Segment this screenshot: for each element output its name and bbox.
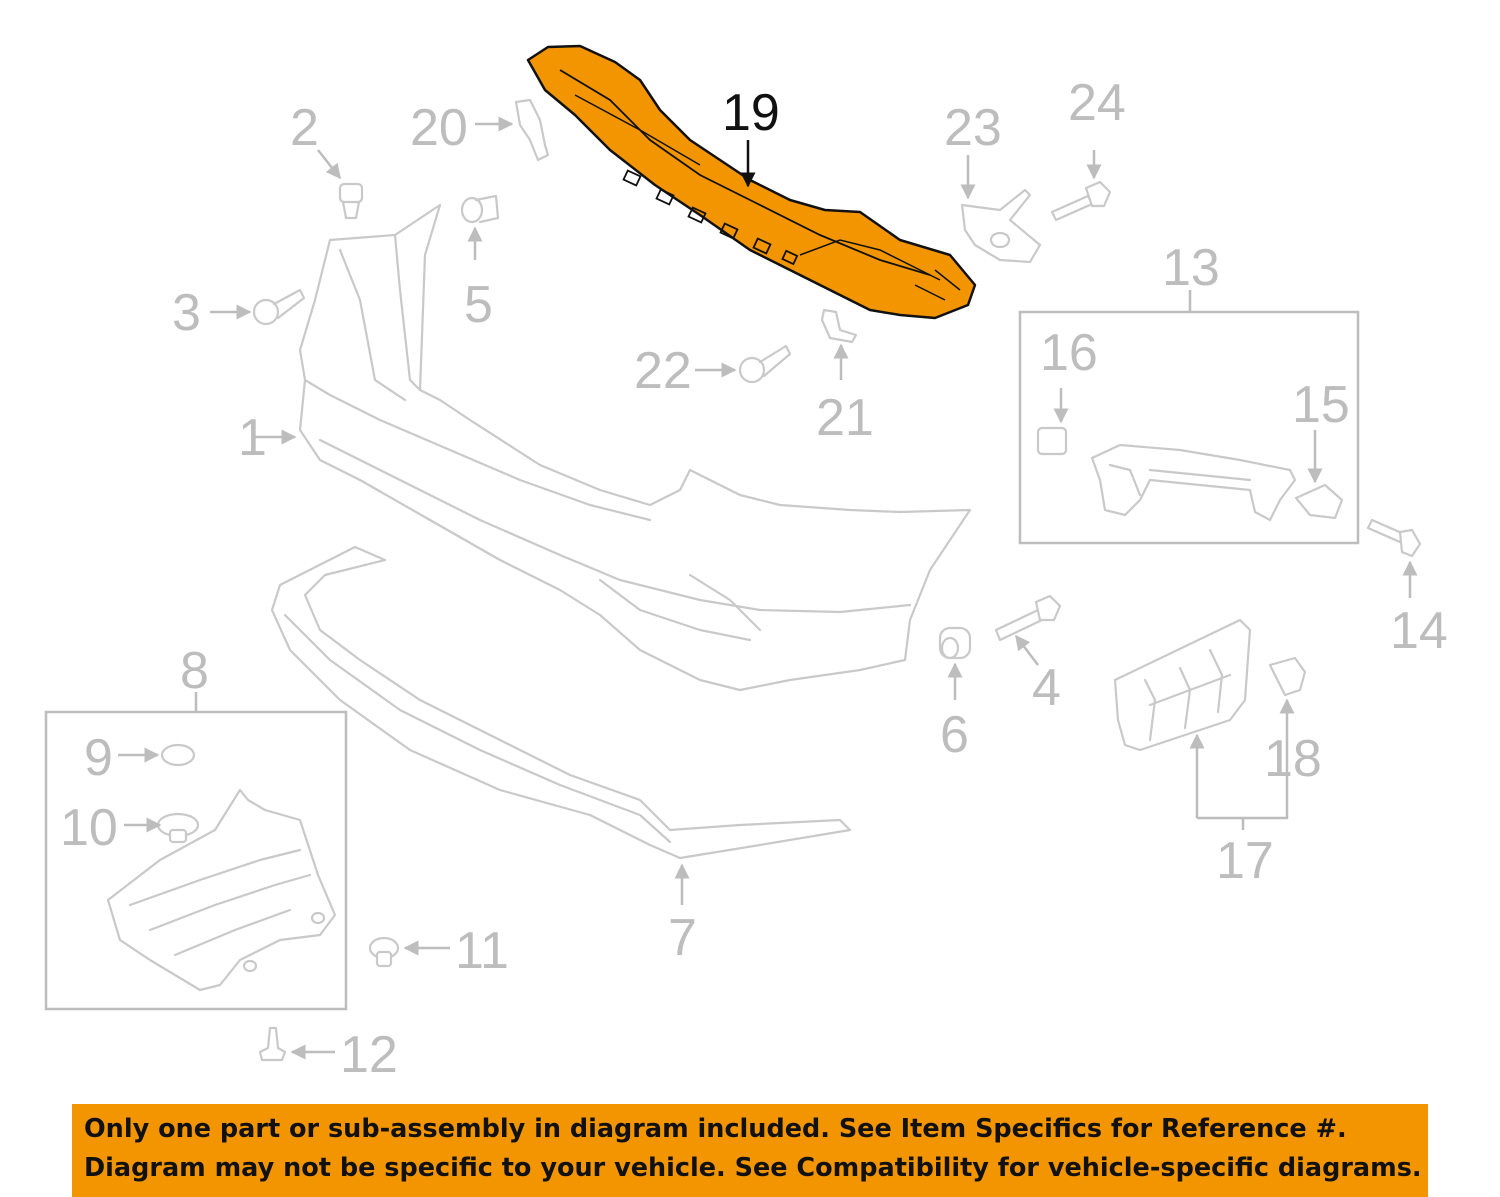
callout-22: 22 xyxy=(634,342,692,400)
rivet-part-12 xyxy=(258,1026,287,1062)
lower-skirt-part-7 xyxy=(270,545,852,860)
callout-2: 2 xyxy=(290,99,319,157)
callout-1: 1 xyxy=(238,409,267,467)
callout-23: 23 xyxy=(944,99,1002,157)
clip-part-5 xyxy=(460,194,500,224)
callout-19: 19 xyxy=(722,84,780,142)
bolt-part-14 xyxy=(1366,518,1422,558)
clip-part-18 xyxy=(1268,656,1307,697)
callout-14: 14 xyxy=(1390,602,1448,660)
bracket-part-23 xyxy=(960,188,1042,264)
callout-15: 15 xyxy=(1292,376,1350,434)
callout-24: 24 xyxy=(1068,74,1126,132)
splash-shield-part-17 xyxy=(1113,618,1252,752)
callout-18: 18 xyxy=(1264,730,1322,788)
callout-16: 16 xyxy=(1040,324,1098,382)
callout-3: 3 xyxy=(172,284,201,342)
notice-banner: Only one part or sub-assembly in diagram… xyxy=(72,1104,1428,1197)
callout-12: 12 xyxy=(340,1026,398,1084)
nut-part-15 xyxy=(1294,483,1344,520)
screw-part-22 xyxy=(738,344,792,384)
push-pin-part-2 xyxy=(338,182,364,220)
callout-labels: 1 2 3 4 5 6 7 8 9 10 11 12 13 14 15 16 1… xyxy=(60,74,1448,1084)
grommet-part-6 xyxy=(938,626,972,660)
screw-part-3 xyxy=(252,288,306,326)
callout-8: 8 xyxy=(180,642,209,700)
callout-13: 13 xyxy=(1162,239,1220,297)
bumper-cover-part-1 xyxy=(298,203,972,692)
under-cover-part-8 xyxy=(106,788,337,992)
bolt-part-4 xyxy=(994,594,1062,642)
callout-20: 20 xyxy=(410,99,468,157)
bracket-part-13 xyxy=(1090,443,1297,522)
leader-lines xyxy=(118,116,1418,1060)
callout-6: 6 xyxy=(940,706,969,764)
callout-7: 7 xyxy=(668,909,697,967)
callout-9: 9 xyxy=(84,729,113,787)
callout-17: 17 xyxy=(1216,832,1274,890)
notice-line-2: Diagram may not be specific to your vehi… xyxy=(84,1153,1422,1183)
callout-21: 21 xyxy=(816,389,874,447)
callout-5: 5 xyxy=(464,276,493,334)
notice-line-1: Only one part or sub-assembly in diagram… xyxy=(84,1114,1347,1144)
clip-part-11 xyxy=(368,936,400,968)
callout-10: 10 xyxy=(60,799,118,857)
clip-part-16 xyxy=(1036,426,1068,456)
bolt-part-24 xyxy=(1050,180,1112,222)
bracket-part-20 xyxy=(514,98,550,162)
callout-11: 11 xyxy=(455,922,509,980)
nut-part-10 xyxy=(156,812,200,844)
callout-4: 4 xyxy=(1032,659,1061,717)
washer-part-9 xyxy=(160,743,196,767)
bracket-part-21 xyxy=(820,308,858,344)
